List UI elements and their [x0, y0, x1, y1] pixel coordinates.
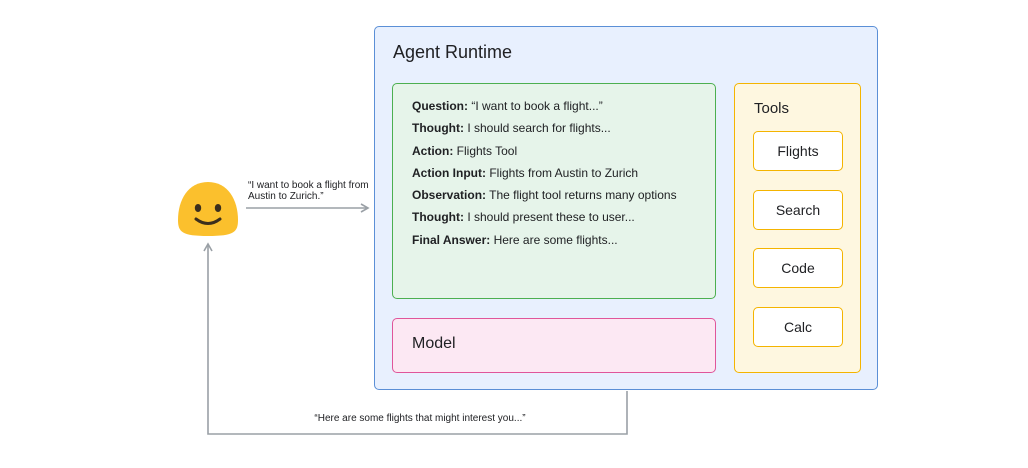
trace-line: Action: Flights Tool: [412, 143, 518, 158]
trace-line: Observation: The flight tool returns man…: [412, 188, 677, 203]
reasoning-trace-box: [392, 83, 716, 299]
response-arrow: [203, 242, 628, 435]
tool-calc: Calc: [753, 307, 843, 347]
trace-line: Action Input: Flights from Austin to Zur…: [412, 165, 639, 180]
agent-response-text: “Here are some flights that might intere…: [314, 413, 526, 424]
trace-line: Thought: I should search for flights...: [412, 121, 611, 136]
model-label: Model: [412, 335, 456, 352]
tools-title: Tools: [754, 100, 790, 117]
reasoning-trace: Question: “I want to book a flight...” T…: [412, 97, 712, 253]
trace-line: Thought: I should present these to user.…: [412, 210, 635, 225]
agent-runtime-title: Agent Runtime: [393, 42, 513, 62]
trace-line: Final Answer: Here are some flights...: [412, 232, 618, 247]
tool-search: Search: [753, 190, 843, 230]
tool-flights: Flights: [753, 131, 843, 171]
model-box: [392, 318, 716, 373]
user-query-text: “I want to book a flight from Austin to …: [248, 180, 369, 202]
tool-code: Code: [753, 248, 843, 288]
trace-line: Question: “I want to book a flight...”: [412, 99, 603, 113]
user-smiley-icon: [176, 180, 240, 238]
